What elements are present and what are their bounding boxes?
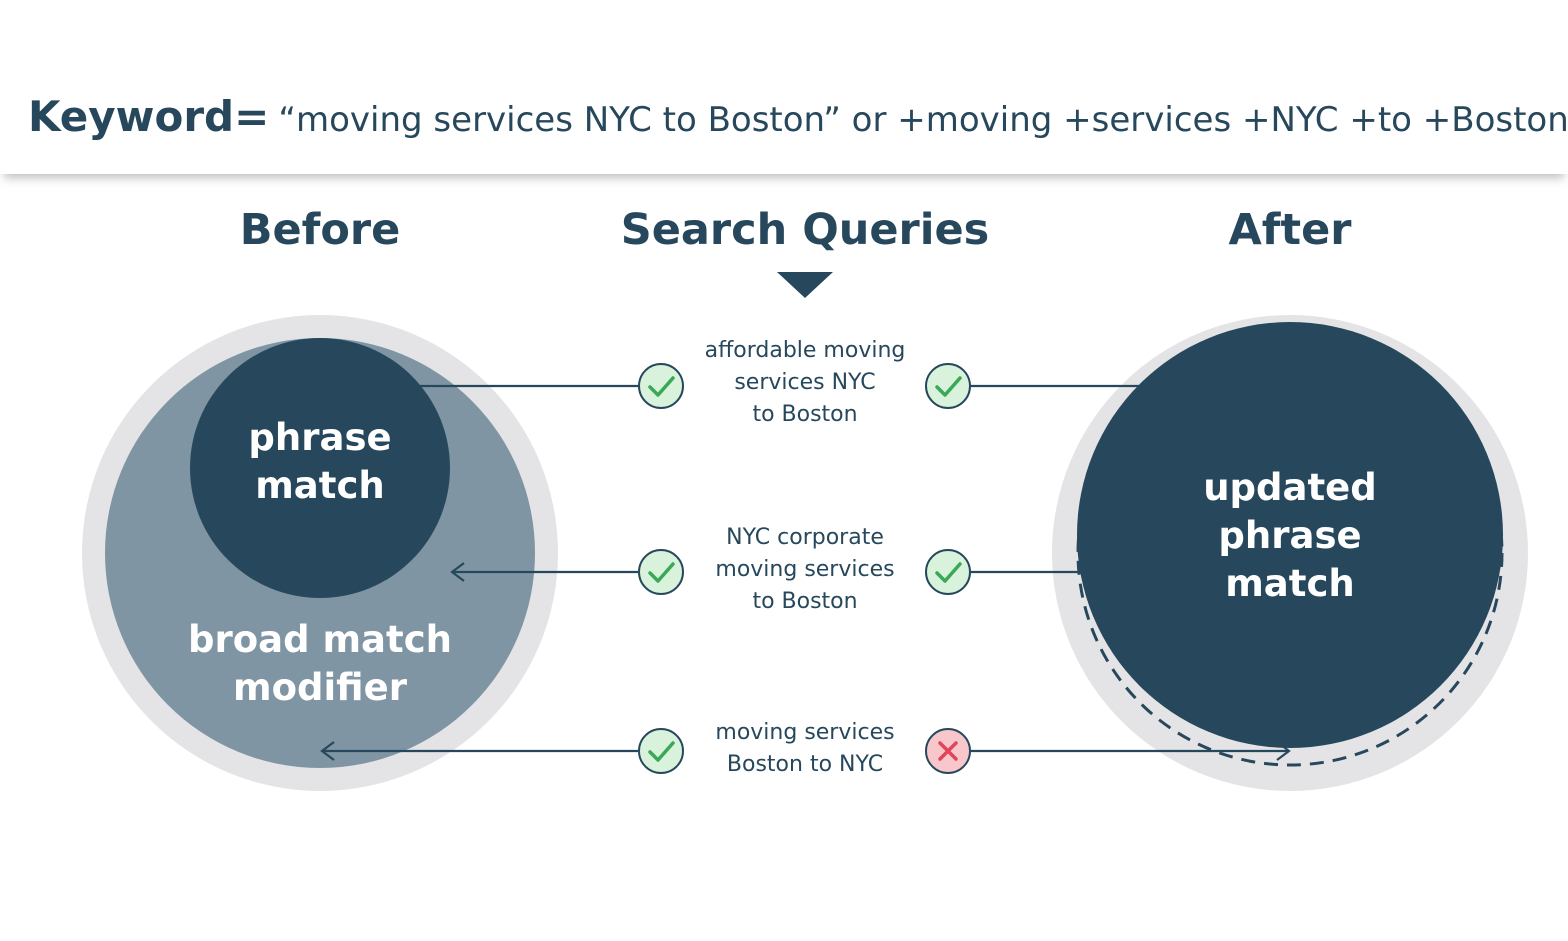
updated-phrase-match-circle <box>1077 322 1503 748</box>
phrase-match-circle <box>190 338 450 598</box>
query-1-label: affordable moving services NYC to Boston <box>704 338 906 427</box>
row1-after-arrowhead <box>1276 376 1291 396</box>
query-2-label: NYC corporate moving services to Boston <box>715 525 895 614</box>
updated-phrase-match-label: updated phrase match <box>1203 466 1377 605</box>
phrase-match-label: phrase match <box>248 416 392 507</box>
row3-before-check-icon <box>638 728 684 774</box>
row1-after-check-icon <box>925 363 971 409</box>
search-queries-heading: Search Queries <box>620 205 990 255</box>
row2-after-arrowhead <box>1146 562 1161 582</box>
row1-before-check-icon <box>638 363 684 409</box>
query-3-label: moving services Boston to NYC <box>715 720 895 777</box>
row2-after-check-icon <box>925 549 971 595</box>
after-heading: After <box>1228 205 1352 255</box>
row2-before-arrowhead <box>450 562 465 582</box>
row3-after-arrowhead <box>1276 741 1291 761</box>
keyword-text: “moving services NYC to Boston” or +movi… <box>278 100 1568 140</box>
row3-after-cross-icon <box>925 728 971 774</box>
keyword-label: Keyword= <box>28 92 270 141</box>
header-band <box>0 0 1568 174</box>
down-pointer-icon <box>777 272 833 298</box>
broad-match-modifier-label: broad match modifier <box>188 618 452 709</box>
row1-before-arrowhead <box>320 376 335 396</box>
row2-before-check-icon <box>638 549 684 595</box>
keyword-line: Keyword= “moving services NYC to Boston”… <box>28 92 1568 141</box>
before-heading: Before <box>239 205 401 255</box>
row3-before-arrowhead <box>320 741 335 761</box>
